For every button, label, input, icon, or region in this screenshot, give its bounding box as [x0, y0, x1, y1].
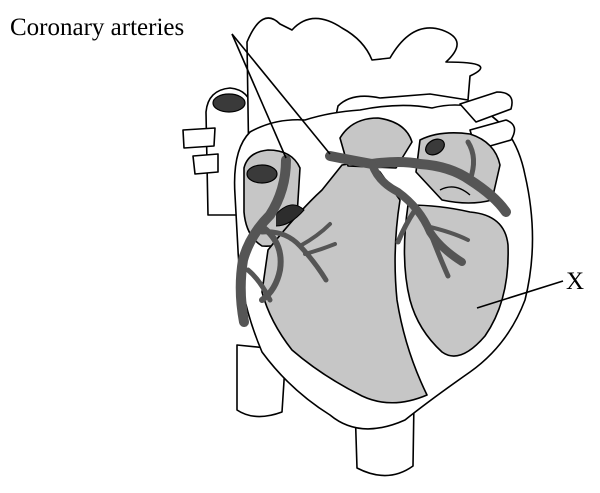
pulmonary-vein-left-lower: [193, 154, 218, 174]
svc-opening: [213, 94, 245, 112]
x-label: X: [566, 268, 584, 296]
ivc-opening: [247, 165, 277, 183]
coronary-arteries-label: Coronary arteries: [10, 14, 184, 42]
pulmonary-vein-left-upper: [183, 128, 215, 148]
